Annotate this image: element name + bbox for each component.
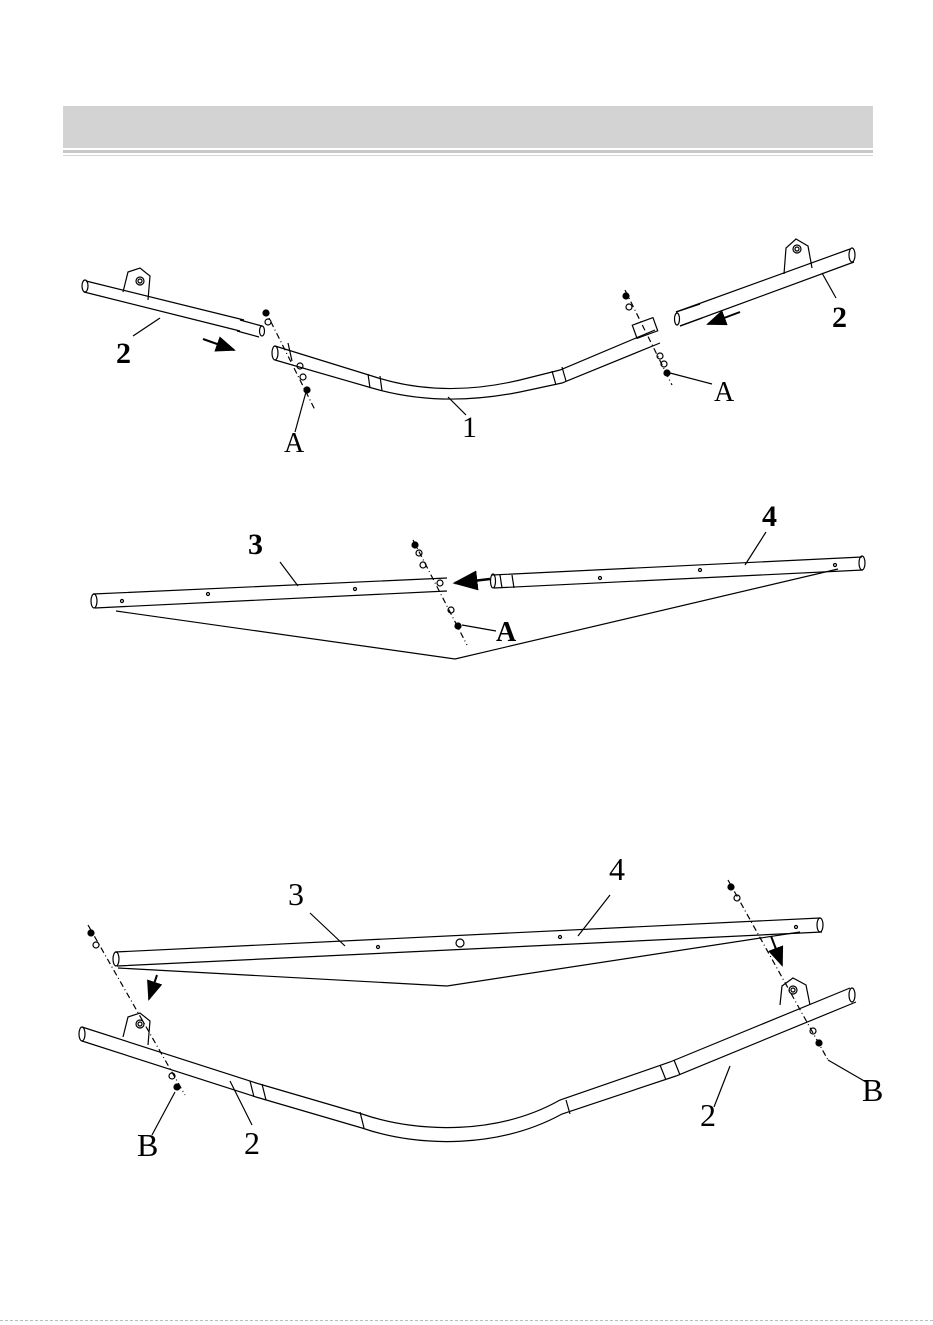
step1-tube-1 [272, 318, 660, 399]
label-step1-tube-1: 1 [462, 411, 477, 444]
label-step1-tube-2-right: 2 [832, 301, 847, 334]
label-step1-hardware-right: A [714, 377, 735, 408]
label-step3-tube-4: 4 [609, 851, 625, 887]
label-step3-hardware-left: B [137, 1127, 158, 1163]
step1-hardware-stack-right [623, 290, 672, 385]
page-bottom-edge [0, 1320, 933, 1325]
label-step1-hardware-left: A [284, 428, 305, 459]
step2-figure [91, 532, 865, 659]
label-step2-tube-3: 3 [248, 528, 263, 561]
step2-pointer-lines [116, 569, 838, 659]
label-step3-tube-2-right: 2 [700, 1097, 716, 1133]
label-step3-tube-2-left: 2 [244, 1125, 260, 1161]
step2-tube-4 [491, 556, 866, 588]
step2-arrow [455, 579, 490, 583]
step3-tube-2-1-2 [79, 978, 856, 1142]
step1-tube-2-left [82, 268, 265, 337]
step1-arrow-left [203, 339, 234, 350]
label-step2-tube-4: 4 [762, 500, 777, 533]
step3-labels: 3 4 B 2 2 B [137, 851, 883, 1163]
step3-tube-3-4 [113, 918, 823, 986]
label-step2-hardware: A [496, 617, 517, 648]
label-step1-tube-2-left: 2 [116, 337, 131, 370]
step1-hardware-stack-left [263, 310, 315, 410]
step1-labels: 2 A 1 A 2 [116, 301, 847, 459]
step2-tube-3 [91, 578, 447, 608]
label-step3-tube-3: 3 [288, 876, 304, 912]
step1-figure [82, 239, 855, 432]
step3-figure [79, 880, 866, 1142]
step3-arrow-left [149, 975, 157, 999]
step3-hardware-stack-right [728, 880, 828, 1060]
label-step3-hardware-right: B [862, 1072, 883, 1108]
